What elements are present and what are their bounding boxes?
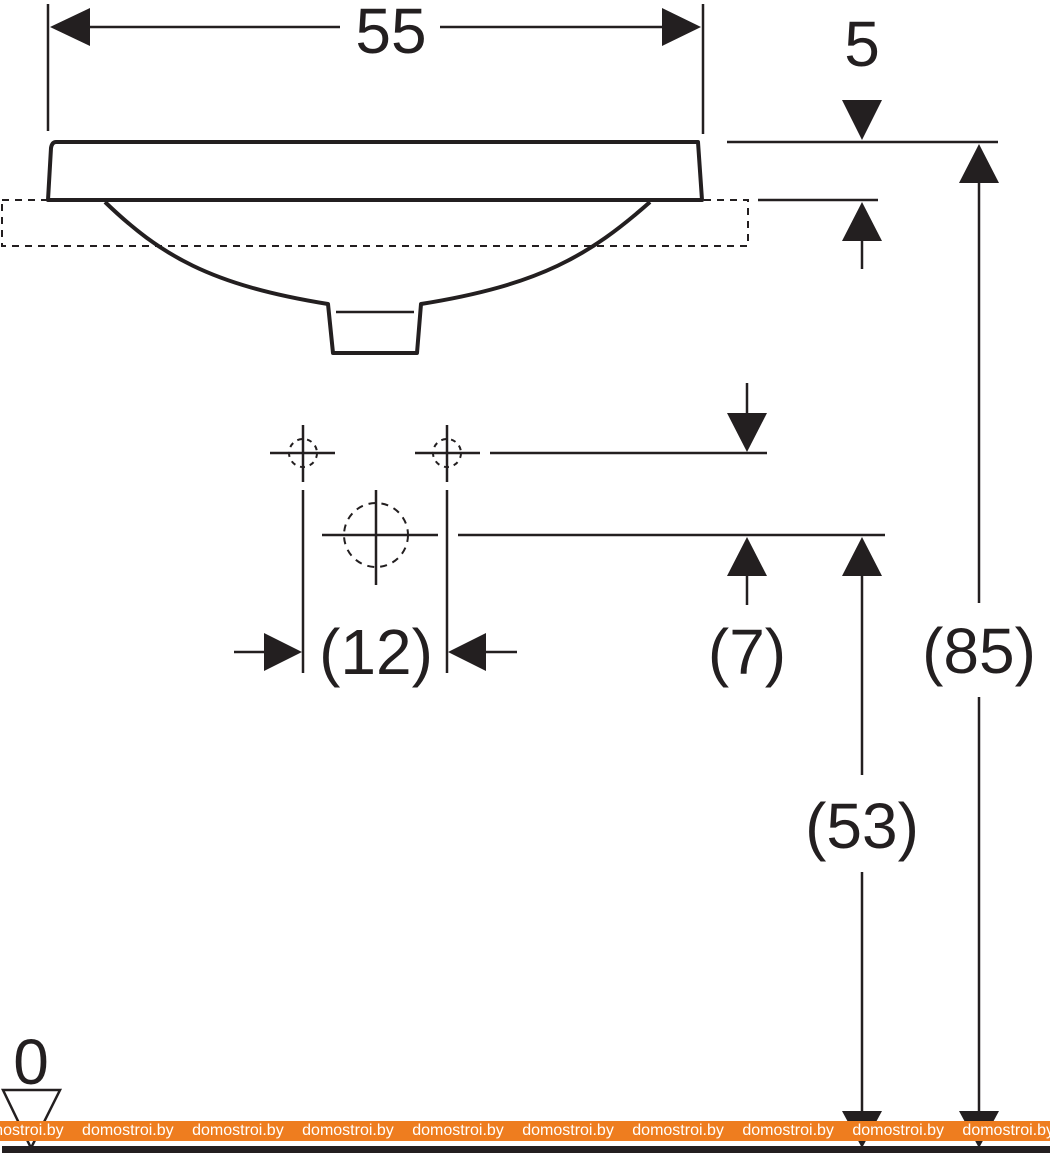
rim-dimension	[727, 100, 998, 269]
arrow-left-icon	[50, 8, 90, 46]
watermark-text: domostroi.by	[632, 1122, 724, 1139]
tap-spacing-label: (12)	[319, 616, 433, 688]
width-label: 55	[355, 0, 426, 67]
tap-offset-label: (7)	[708, 616, 786, 688]
tap-hole-right	[415, 425, 480, 482]
basin-outline	[1, 140, 749, 355]
watermark-text: domostroi.by	[412, 1122, 504, 1139]
arrow-left-icon	[448, 633, 486, 671]
countertop-outline	[1, 199, 749, 247]
watermark-text: domostroi.by	[852, 1122, 944, 1139]
width-dimension	[46, 4, 705, 134]
tap-spacing-dimension	[234, 490, 517, 673]
watermark-text: domostroi.by	[302, 1122, 394, 1139]
arrow-down-icon	[727, 413, 767, 452]
arrow-up-icon	[959, 144, 999, 183]
arrow-up-icon	[842, 202, 882, 241]
floor-line	[2, 1146, 1050, 1153]
drain-height-label: (53)	[805, 790, 919, 862]
watermark-text: domostroi.by	[82, 1122, 174, 1139]
watermark-text: domostroi.by	[0, 1122, 64, 1139]
watermark-text: domostroi.by	[192, 1122, 284, 1139]
watermark-band: domostroi.by domostroi.by domostroi.by d…	[0, 1121, 1050, 1141]
arrow-right-icon	[264, 633, 302, 671]
tap-offset-dimension	[458, 383, 885, 605]
arrow-right-icon	[662, 8, 701, 46]
floor-level-marker	[1, 1088, 63, 1151]
floor-level-label: 0	[13, 1026, 49, 1098]
rim-height-label: 5	[844, 8, 880, 80]
watermark-text: domostroi.by	[962, 1122, 1050, 1139]
drain-hole	[322, 490, 438, 585]
arrow-down-icon	[842, 100, 882, 140]
watermark-text: domostroi.by	[522, 1122, 614, 1139]
watermark-text: domostroi.by	[742, 1122, 834, 1139]
level-triangle-icon	[1, 1088, 63, 1151]
arrow-up-icon	[727, 537, 767, 576]
tap-hole-left	[270, 425, 335, 482]
total-height-label: (85)	[922, 615, 1036, 687]
arrow-up-icon	[842, 537, 882, 576]
